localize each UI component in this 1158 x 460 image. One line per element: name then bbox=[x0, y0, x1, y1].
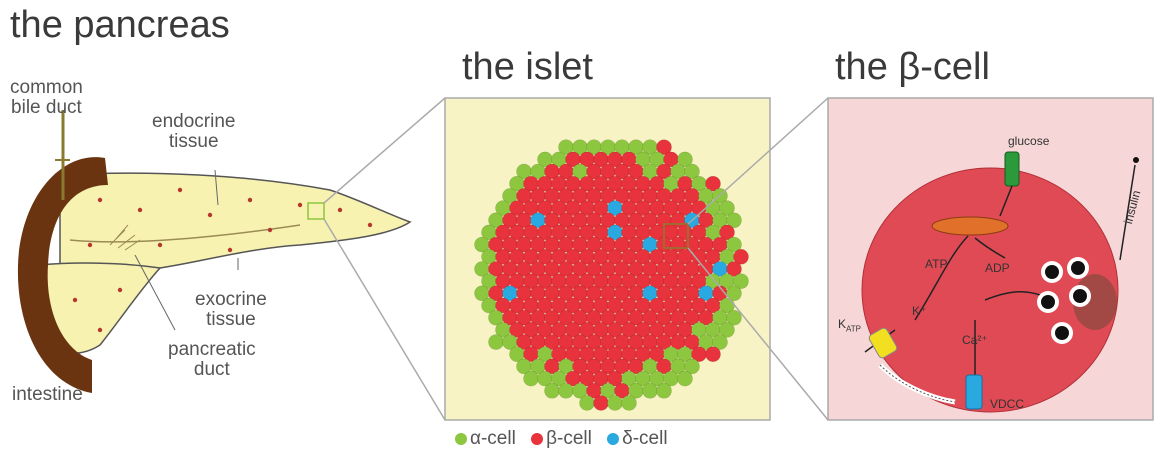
islet-title: the islet bbox=[462, 46, 593, 88]
glucose-label: glucose bbox=[1008, 134, 1050, 148]
k-plus-label: K⁺ bbox=[912, 304, 927, 318]
mitochondrion bbox=[931, 216, 1009, 236]
islet-cell bbox=[719, 200, 735, 216]
islet-cell bbox=[726, 309, 742, 326]
islet-cell bbox=[726, 285, 742, 302]
islet-cell bbox=[719, 322, 735, 338]
islet-cell bbox=[677, 370, 693, 387]
adp-label: ADP bbox=[985, 261, 1010, 275]
islet-cell bbox=[705, 346, 721, 363]
legend-delta: δ-cell bbox=[607, 428, 668, 449]
cell-type-legend: α-cell β-cell δ-cell bbox=[455, 428, 678, 450]
pancreatic-duct-label: pancreatic duct bbox=[168, 339, 256, 380]
islet-cell bbox=[733, 273, 749, 290]
islet-cell bbox=[621, 395, 637, 411]
islet-cell bbox=[684, 163, 700, 180]
islet-cell bbox=[656, 139, 672, 155]
islet-zoom-box bbox=[663, 223, 689, 249]
pancreatic-duct-line bbox=[69, 224, 301, 243]
ca-label: Ca²⁺ bbox=[962, 333, 988, 347]
legend-alpha-swatch bbox=[455, 432, 467, 445]
islet-cell bbox=[726, 212, 742, 229]
islet-cell bbox=[684, 358, 700, 375]
islet-cell bbox=[656, 382, 672, 399]
beta-cell-title: the β-cell bbox=[835, 46, 990, 88]
pancreas-illustration bbox=[17, 110, 412, 393]
exocrine-tissue-label: exocrine tissue bbox=[195, 289, 267, 330]
islet-cell bbox=[705, 175, 721, 192]
beta-cell-body bbox=[861, 167, 1119, 413]
islet-cell bbox=[558, 382, 574, 399]
vdcc-channel bbox=[965, 374, 983, 410]
legend-delta-swatch bbox=[607, 432, 620, 445]
katp-label: KATP bbox=[838, 317, 861, 334]
islet-cell bbox=[733, 248, 749, 265]
legend-beta-swatch bbox=[531, 432, 544, 445]
islet-cell bbox=[544, 382, 560, 399]
islet-cell bbox=[726, 236, 742, 253]
islet-cell bbox=[677, 151, 693, 168]
insulin-granules bbox=[1037, 257, 1091, 344]
legend-beta: β-cell bbox=[531, 428, 592, 449]
katp-channel bbox=[868, 327, 898, 359]
common-bile-duct-label: common bile duct bbox=[10, 77, 83, 118]
islet-cell bbox=[488, 334, 504, 350]
islet-cell bbox=[579, 395, 595, 411]
islet-cell bbox=[719, 224, 735, 241]
islet-cell bbox=[642, 382, 658, 399]
glucose-transporter bbox=[1004, 151, 1020, 187]
islet-cell bbox=[523, 370, 539, 387]
islet-highlight-box bbox=[307, 202, 325, 220]
intestine-shape bbox=[17, 157, 108, 393]
islet-cell bbox=[607, 395, 623, 411]
islet-cell bbox=[593, 395, 609, 411]
islet-cell bbox=[712, 334, 728, 350]
islet-cells bbox=[474, 139, 749, 411]
islet-cell bbox=[726, 261, 742, 277]
pancreas-title: the pancreas bbox=[10, 4, 230, 46]
atp-label: ATP bbox=[925, 257, 948, 271]
endocrine-tissue-label: endocrine tissue bbox=[152, 111, 236, 152]
legend-alpha: α-cell bbox=[455, 428, 516, 449]
vdcc-label: VDCC bbox=[990, 397, 1025, 411]
intestine-label: intestine bbox=[12, 384, 83, 405]
